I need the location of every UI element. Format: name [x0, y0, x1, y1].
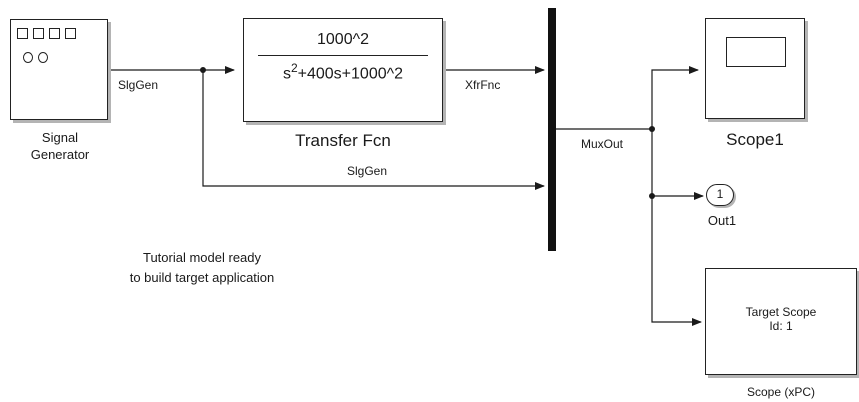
signal-generator-block[interactable]	[10, 19, 108, 120]
scope1-label: Scope1	[726, 130, 784, 149]
signal-generator-icon	[17, 28, 76, 39]
outport-label: Out1	[707, 213, 737, 228]
denominator-exponent: 2	[290, 61, 298, 75]
annotation-line2: to build target application	[129, 270, 275, 285]
signal-generator-label-line1: Signal	[41, 130, 79, 145]
transfer-fcn-numerator: 1000^2	[317, 31, 369, 48]
signal-label-sggen-top: SlgGen	[118, 78, 159, 92]
signal-label-muxout: MuxOut	[581, 137, 624, 151]
line-sg-to-mux[interactable]	[202, 70, 545, 190]
transfer-fcn-label: Transfer Fcn	[295, 131, 391, 150]
branch-point-muxout-1	[649, 126, 655, 132]
signal-label-xfrfnc: XfrFnc	[465, 78, 501, 92]
signal-label-sggen-bottom: SlgGen	[346, 164, 388, 178]
mux-block[interactable]	[548, 8, 556, 251]
transfer-fcn-denominator: s2+400s+1000^2	[244, 61, 442, 83]
signal-generator-label-line2: Generator	[30, 147, 90, 162]
scope-screen-icon	[726, 37, 786, 67]
target-scope-text-line1: Target Scope	[745, 305, 817, 319]
target-scope-text-line2: Id: 1	[769, 319, 793, 333]
line-to-scope1[interactable]	[651, 66, 699, 129]
annotation-line1: Tutorial model ready	[142, 250, 262, 265]
line-to-out1[interactable]	[651, 129, 704, 200]
transfer-fcn-block[interactable]: 1000^2 s2+400s+1000^2	[243, 18, 443, 122]
target-scope-text: Target Scope Id: 1	[706, 305, 856, 333]
branch-point-sggen	[200, 67, 206, 73]
denominator-s: s	[282, 65, 291, 83]
branch-point-muxout-2	[649, 193, 655, 199]
scope1-block[interactable]	[705, 18, 805, 119]
target-scope-label: Scope (xPC)	[746, 385, 816, 399]
target-scope-block[interactable]: Target Scope Id: 1	[705, 268, 857, 375]
transfer-fcn-fraction-bar	[258, 55, 428, 56]
outport-block[interactable]: 1	[706, 184, 734, 206]
line-to-target-scope[interactable]	[651, 196, 702, 326]
signal-generator-circles-icon	[23, 52, 48, 63]
denominator-rest: +400s+1000^2	[297, 65, 404, 83]
